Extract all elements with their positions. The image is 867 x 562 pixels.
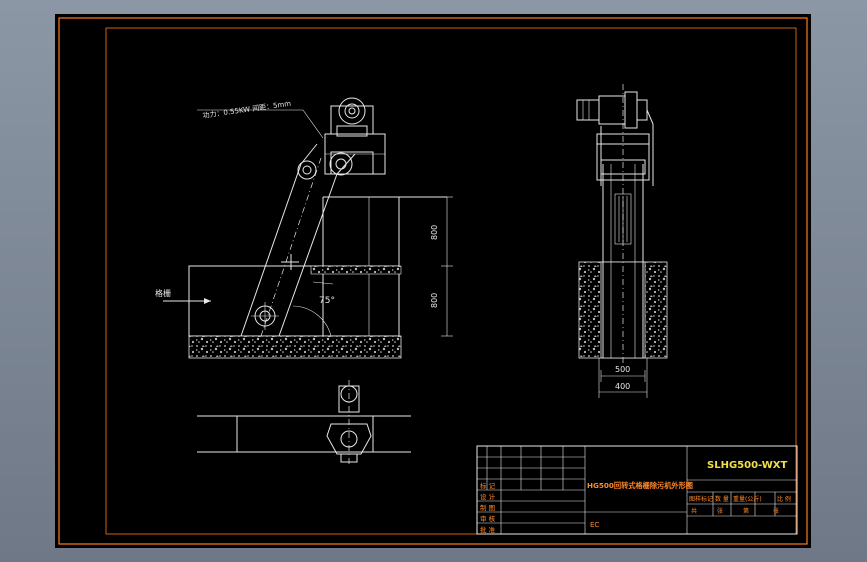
- dimension-bottom-inner: 500: [615, 365, 630, 374]
- row-label-check: 审 核: [480, 514, 496, 523]
- cad-drawing: 75° 格栅 功力：0.55KW 间距：5mm 800 800: [58, 17, 808, 545]
- row-label-mark: 标 记: [480, 481, 496, 490]
- sheet-index-label: 第: [743, 507, 749, 515]
- title-block: SLHG500-WXT HG500回转式格栅除污机外形图 EC 标 记 设 计 …: [476, 445, 798, 535]
- dimension-bottom-outer: 400: [615, 382, 630, 391]
- inner-frame: [105, 27, 797, 535]
- sheet-total-unit: 张: [717, 507, 723, 515]
- inlet-label: 格栅: [155, 288, 171, 298]
- drawing-title: HG500回转式格栅除污机外形图: [587, 481, 693, 490]
- side-view: 75° 格栅 功力：0.55KW 间距：5mm 800 800: [155, 97, 453, 359]
- right-label-mark: 图样标记: [689, 495, 713, 503]
- right-label-scale: 比 例: [777, 495, 791, 503]
- drawing-sheet: 75° 格栅 功力：0.55KW 间距：5mm 800 800: [55, 14, 811, 548]
- outer-frame: [58, 17, 808, 545]
- angle-label: 75°: [319, 296, 335, 306]
- row-label-design: 设 计: [480, 492, 496, 501]
- front-view: 500 400: [576, 84, 668, 398]
- drawing-number: SLHG500-WXT: [707, 460, 787, 471]
- plan-view: [197, 380, 411, 466]
- right-label-qty: 数 量: [715, 495, 729, 503]
- unit-label: EC: [590, 521, 599, 529]
- dimension-upper: 800: [430, 225, 439, 240]
- dimension-lower: 800: [430, 293, 439, 308]
- row-label-draft: 制 图: [480, 503, 495, 512]
- row-label-approve: 批 准: [480, 525, 496, 534]
- right-label-weight: 重量(公斤): [733, 495, 762, 503]
- sheet-total-label: 共: [691, 507, 697, 515]
- sheet-index-unit: 张: [773, 507, 779, 515]
- motor-annotation: 功力：0.55KW 间距：5mm: [202, 99, 292, 120]
